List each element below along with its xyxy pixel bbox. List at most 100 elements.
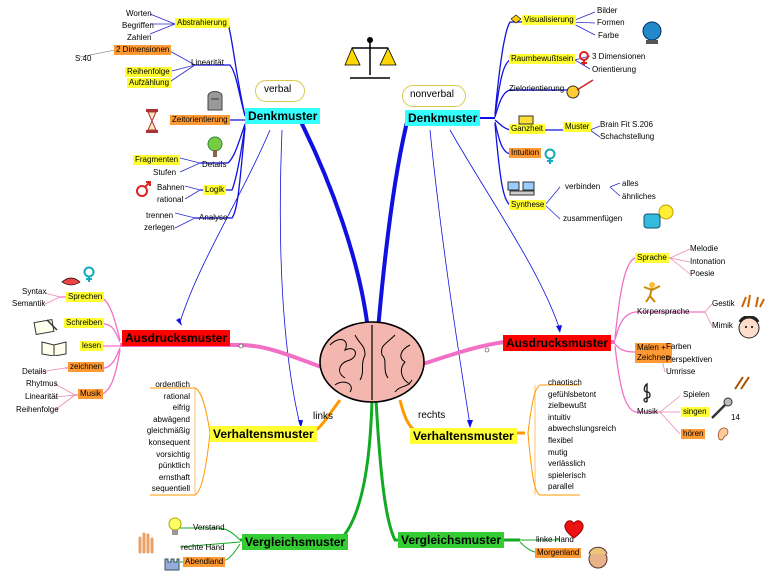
- brain-icon: [319, 321, 425, 403]
- turbaned-face-icon: [588, 546, 608, 569]
- logik-node[interactable]: Logik: [203, 185, 227, 195]
- schreiben-node[interactable]: Schreiben: [64, 318, 105, 328]
- raumbewusstsein-node[interactable]: Raumbewußtsein: [509, 54, 576, 64]
- writing-paper-icon: [33, 318, 58, 336]
- musik-node-left[interactable]: Musik: [78, 389, 103, 399]
- details-label: Details: [202, 160, 227, 169]
- syntax-label: Syntax: [22, 287, 47, 296]
- rhytmus-label: Rhytmus: [26, 379, 58, 388]
- left-verhalten-item: pünktlich: [158, 461, 190, 471]
- tree-icon: [207, 136, 223, 157]
- number-14-label: 14: [731, 413, 740, 422]
- intonation-label: Intonation: [690, 257, 726, 266]
- castle-icon: [164, 558, 180, 571]
- zusammenfuegen-label: zusammenfügen: [563, 214, 623, 223]
- melodie-label: Melodie: [690, 244, 719, 253]
- dancing-figure-icon: [643, 282, 661, 303]
- verbinden-label: verbinden: [565, 182, 601, 191]
- koerpersprache-label: Körpersprache: [637, 307, 690, 316]
- bahnen-label: Bahnen: [157, 183, 185, 192]
- right-denkmuster-node[interactable]: Denkmuster: [405, 110, 481, 126]
- right-verhalten-item: chaotisch: [548, 378, 582, 387]
- heart-icon: [564, 520, 584, 539]
- abstrahierung-node[interactable]: Abstrahierung: [175, 18, 229, 28]
- linearitaet-label: Linearität: [191, 58, 224, 67]
- right-verhaltensmuster-node[interactable]: Verhaltensmuster: [410, 428, 517, 444]
- gestik-label: Gestik: [712, 299, 735, 308]
- left-verhalten-item: konsequent: [148, 438, 190, 447]
- right-verhalten-item: flexibel: [548, 436, 573, 445]
- left-verhaltensmuster-node[interactable]: Verhaltensmuster: [210, 426, 317, 442]
- face-icon: [738, 316, 760, 339]
- side-label-rechts: rechts: [418, 410, 446, 421]
- cloud-label-verbal: verbal: [264, 84, 292, 95]
- zeichnen-node[interactable]: zeichnen: [68, 362, 105, 372]
- morgenland-node[interactable]: Morgenland: [535, 548, 582, 558]
- sun-cup-icon: [643, 204, 674, 229]
- right-ausdrucksmuster-node[interactable]: Ausdrucksmuster: [503, 335, 612, 351]
- poesie-label: Poesie: [690, 269, 715, 278]
- analyse-label: Analyse: [199, 213, 228, 222]
- left-verhalten-item: abwägend: [153, 414, 190, 424]
- right-verhalten-item: spielerisch: [548, 470, 586, 480]
- formen-label: Formen: [597, 18, 625, 27]
- zeitorientierung-node[interactable]: Zeitorientierung: [170, 115, 230, 125]
- eye-icon: [510, 14, 522, 24]
- stufen-label: Stufen: [153, 168, 177, 177]
- right-verhalten-item: abwechslungsreich: [548, 424, 617, 434]
- lightbulb-icon: [168, 517, 182, 535]
- abendland-node[interactable]: Abendland: [183, 557, 226, 567]
- muster-node[interactable]: Muster: [563, 122, 592, 132]
- malen-zeichnen-node[interactable]: Malen + Zeichnen: [635, 343, 672, 363]
- rechte-hand-label: rechte Hand: [181, 543, 225, 552]
- lesen-node[interactable]: lesen: [80, 341, 104, 351]
- farben-label: Farben: [666, 342, 692, 351]
- zielorientierung-label: Zielorientierung: [509, 84, 565, 93]
- sprache-node[interactable]: Sprache: [635, 253, 669, 263]
- left-vergleichsmuster-node[interactable]: Vergleichsmuster: [242, 534, 349, 550]
- ausdruck-linearitaet-label: Linearität: [25, 392, 58, 401]
- left-verhalten-item: ernsthaft: [158, 472, 190, 482]
- synthese-node[interactable]: Synthese: [509, 200, 547, 210]
- ausdruck-reihenfolge-label: Reihenfolge: [16, 405, 59, 414]
- right-verhalten-item: mutig: [548, 447, 568, 457]
- right-vergleichsmuster-node[interactable]: Vergleichsmuster: [398, 532, 505, 548]
- bilder-label: Bilder: [597, 6, 618, 15]
- orientierung-label: Orientierung: [592, 65, 637, 74]
- musik-label-right: Musik: [637, 407, 658, 416]
- paint-brushes-icon: [734, 376, 750, 390]
- left-verhalten-item: gleichmäßig: [146, 426, 190, 436]
- singen-node[interactable]: singen: [681, 407, 709, 417]
- semantik-label: Semantik: [12, 299, 46, 308]
- left-verhalten-item: eifrig: [172, 403, 190, 413]
- visualisierung-node[interactable]: Visualisierung: [522, 15, 576, 25]
- schachstellung-label: Schachstellung: [600, 132, 655, 141]
- left-verhalten-item: rational: [163, 391, 190, 401]
- fragmenten-node[interactable]: Fragmenten: [133, 155, 181, 165]
- mimik-label: Mimik: [712, 321, 733, 330]
- puzzle-icon: [518, 115, 534, 125]
- female-symbol-cyan-icon: [544, 148, 556, 164]
- open-book-icon: [41, 341, 67, 356]
- aufzaehlung-node[interactable]: Aufzählung: [127, 78, 172, 88]
- left-ausdrucksmuster-node[interactable]: Ausdrucksmuster: [122, 330, 231, 346]
- ausdruck-details-label: Details: [22, 367, 47, 376]
- crystal-ball-icon: [642, 21, 662, 44]
- treble-clef-icon: [643, 382, 651, 403]
- side-label-links: links: [313, 411, 334, 422]
- reihenfolge-node[interactable]: Reihenfolge: [125, 67, 172, 77]
- raised-hand-icon: [138, 532, 154, 554]
- linke-hand-label: linke Hand: [536, 535, 574, 544]
- ganzheit-node[interactable]: Ganzheit: [509, 124, 546, 134]
- alles-label: alles: [622, 179, 639, 188]
- left-verhalten-item: ordentlich: [155, 380, 190, 389]
- hoeren-node[interactable]: hören: [681, 429, 706, 439]
- speaking-mouth-icon: [61, 277, 81, 286]
- sprechen-node[interactable]: Sprechen: [66, 292, 105, 302]
- verstand-label: Verstand: [193, 523, 225, 532]
- s40-label: S.40: [75, 54, 92, 63]
- left-denkmuster-node[interactable]: Denkmuster: [245, 108, 321, 124]
- intuition-node[interactable]: Intuition: [509, 148, 542, 158]
- dimensionen-2-node[interactable]: 2 Dimensionen: [114, 45, 172, 55]
